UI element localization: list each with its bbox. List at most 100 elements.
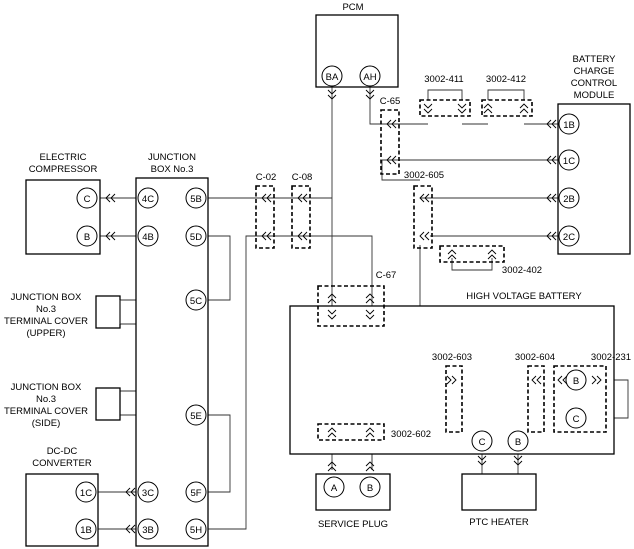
- pcm-pin-ah: [359, 65, 381, 87]
- bccm-2c-arrow-icon: [546, 231, 557, 241]
- connector-c-02: C-02: [255, 172, 277, 249]
- c-412-right-arrow-icon: [519, 103, 529, 114]
- connector-c-67-box: [317, 285, 385, 327]
- c-08-upper-arrow-icon: [297, 193, 308, 203]
- hv-pin-c2-label: C: [479, 437, 486, 448]
- hv-b2-arrow-icon: [513, 455, 523, 466]
- dc-dc-converter-label-1: DC-DC: [47, 446, 78, 457]
- ec-b-arrow-icon: [105, 231, 116, 241]
- jb-pin-5d: [185, 225, 207, 247]
- ptc-heater-label: PTC HEATER: [469, 517, 529, 528]
- connector-3002-602-label: 3002-602: [391, 429, 431, 440]
- jb-pin-5b: [185, 187, 207, 209]
- connector-c-65-box: [380, 109, 400, 175]
- sp-pin-b: [359, 476, 381, 498]
- jb-pin-5e: [185, 404, 207, 426]
- jb-3b-arrow-icon: [125, 524, 136, 534]
- bccm-pin-1b: [558, 113, 580, 135]
- wire-402-loop: [451, 258, 493, 271]
- electric-compressor-label-2: COMPRESSOR: [29, 164, 98, 175]
- jb-pin-3c: [137, 481, 159, 503]
- c-411-left-arrow-icon: [423, 103, 433, 114]
- connector-3002-602-box: [317, 423, 385, 441]
- dc-pin-1b-label: 1B: [80, 525, 92, 536]
- connector-3002-402-box: [439, 245, 505, 263]
- connector-3002-412-label: 3002-412: [486, 74, 526, 85]
- connector-3002-402: 3002-402: [439, 245, 542, 276]
- connector-3002-412-box: [481, 99, 533, 117]
- c-65-lower-arrow-icon: [386, 155, 397, 165]
- wire-5h-c02: [208, 235, 332, 530]
- c-412-left-arrow-icon: [483, 103, 493, 114]
- pcm-ah-arrow-icon: [365, 89, 375, 100]
- jb-pin-3b: [137, 518, 159, 540]
- terminal-cover-side: JUNCTION BOX No.3 TERMINAL COVER (SIDE): [4, 382, 121, 429]
- connector-3002-604-label: 3002-604: [515, 352, 555, 363]
- dc-dc-converter-label-2: CONVERTER: [32, 458, 92, 469]
- terminal-cover-side-label-3: TERMINAL COVER: [4, 406, 88, 417]
- c-402-left-arrow-icon: [447, 249, 457, 260]
- service-plug-label: SERVICE PLUG: [318, 519, 388, 530]
- hv-c2-arrow-icon: [477, 455, 487, 466]
- connector-3002-412: 3002-412: [481, 74, 533, 117]
- jb-pin-5h: [185, 518, 207, 540]
- electric-compressor: ELECTRIC COMPRESSOR C B: [25, 152, 116, 255]
- bccm-pin-2c-label: 2C: [563, 232, 575, 243]
- terminal-cover-upper-box: [95, 295, 121, 329]
- terminal-cover-side-label-4: (SIDE): [32, 418, 61, 429]
- connector-3002-604-box: [527, 365, 545, 433]
- connector-c-08-box: [291, 185, 311, 249]
- c-604-arrow-icon: [531, 375, 542, 385]
- connector-c-02-label: C-02: [256, 172, 277, 183]
- junction-box-label-1: JUNCTION: [148, 152, 196, 163]
- electric-compressor-label-1: ELECTRIC: [40, 152, 87, 163]
- ptc-heater: PTC HEATER: [461, 473, 537, 528]
- c-605-upper-arrow-icon: [419, 193, 430, 203]
- connector-3002-402-label: 3002-402: [502, 265, 542, 276]
- connector-3002-231-box: [553, 365, 607, 433]
- dc-pin-1b: [75, 518, 97, 540]
- terminal-cover-side-label-1: JUNCTION BOX: [11, 382, 82, 393]
- connector-3002-411-box: [419, 99, 471, 117]
- jb-pin-5c-label: 5C: [190, 296, 202, 307]
- connector-3002-603-box: [445, 365, 463, 433]
- bccm-label-1: BATTERY: [573, 54, 617, 65]
- c-411-right-arrow-icon: [457, 103, 467, 114]
- hv-pin-c2: [471, 430, 493, 452]
- jb-pin-5c: [185, 289, 207, 311]
- connector-3002-603-label: 3002-603: [432, 352, 472, 363]
- junction-box: JUNCTION BOX No.3 4C 5B 4B 5D 5C 5E 3C 5…: [125, 152, 209, 547]
- hv-pin-c: [565, 407, 587, 429]
- high-voltage-battery: HIGH VOLTAGE BATTERY C-67 3002-603 3002-…: [289, 270, 631, 466]
- wire-411-top: [427, 89, 463, 100]
- connector-3002-605: 3002-605: [404, 170, 444, 249]
- wire-c65-down: [381, 160, 420, 181]
- dc-dc-converter: DC-DC CONVERTER 1C 1B: [25, 446, 99, 547]
- connector-c-08-label: C-08: [292, 172, 313, 183]
- terminal-cover-side-box: [95, 387, 121, 421]
- c-67-left-down-arrow-icon: [327, 309, 337, 320]
- sp-pin-b-label: B: [367, 483, 373, 494]
- terminal-cover-upper-label-2: No.3: [36, 304, 56, 315]
- ec-pin-c: [76, 187, 98, 209]
- junction-box-label-2: BOX No.3: [151, 164, 194, 175]
- ec-c-arrow-icon: [105, 193, 116, 203]
- wire-412-top: [487, 89, 525, 100]
- connector-3002-605-box: [413, 185, 433, 249]
- c-67-left-up-arrow-icon: [327, 293, 337, 304]
- hv-pin-b2: [507, 430, 529, 452]
- c-02-upper-arrow-icon: [261, 193, 272, 203]
- terminal-cover-upper: JUNCTION BOX No.3 TERMINAL COVER (UPPER): [4, 292, 121, 339]
- bccm-pin-2b-label: 2B: [563, 194, 575, 205]
- connector-c-67-label: C-67: [376, 270, 397, 281]
- connector-c-65-label: C-65: [380, 96, 401, 107]
- bccm-pin-1c-label: 1C: [563, 156, 575, 167]
- pcm-pin-ba: [321, 65, 343, 87]
- terminal-cover-side-label-2: No.3: [36, 394, 56, 405]
- c-602-left-arrow-icon: [327, 427, 337, 438]
- hv-pin-b2-label: B: [515, 437, 521, 448]
- sp-pin-a-label: A: [331, 483, 338, 494]
- pcm-pin-ba-label: BA: [326, 72, 339, 83]
- pcm-label: PCM: [342, 2, 363, 13]
- ec-pin-c-label: C: [84, 194, 91, 205]
